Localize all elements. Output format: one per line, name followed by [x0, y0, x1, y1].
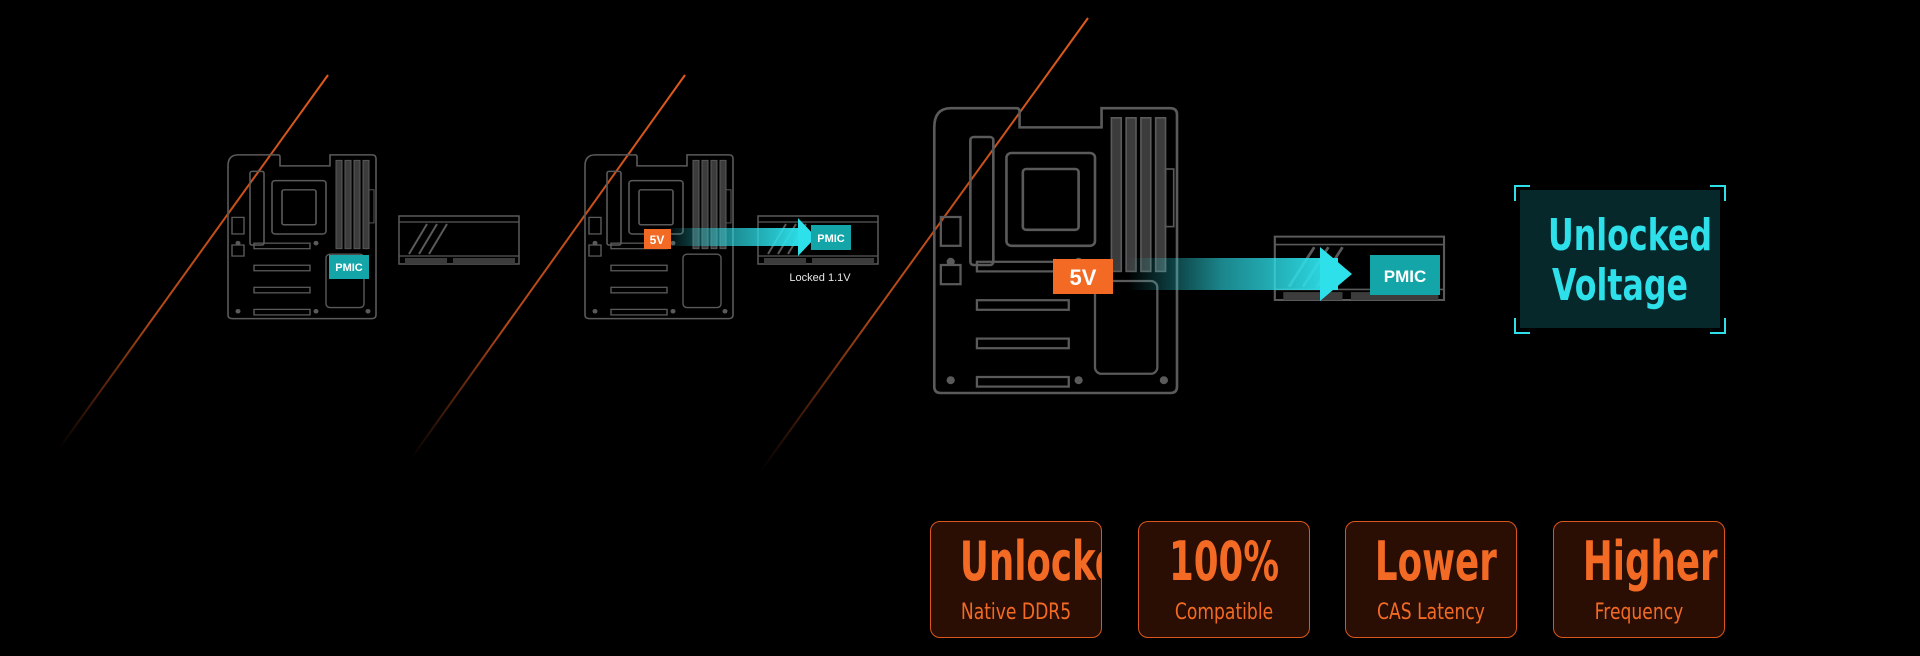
feature-subtitle: CAS Latency	[1377, 600, 1485, 625]
stage3-voltage-badge	[1053, 259, 1113, 294]
stage3-pmic-chip	[1370, 255, 1440, 295]
stage3-arrow-head	[1320, 247, 1352, 301]
feature-card-unlocked: Unlocked Native DDR5	[930, 521, 1102, 638]
feature-title: 100%	[1168, 530, 1280, 593]
stage2-voltage-badge	[644, 229, 671, 249]
bracket-bottom-right	[1710, 318, 1726, 334]
stage3-pmic-label: PMIC	[1384, 267, 1427, 286]
stage3-voltage-label: 5V	[1070, 265, 1097, 290]
bracket-top-right	[1710, 185, 1726, 201]
stage3-arrow-shaft	[1128, 258, 1338, 290]
feature-card-compatible: 100% Compatible	[1138, 521, 1310, 638]
stage3-motherboard	[932, 106, 1179, 395]
stage1-ram	[398, 215, 520, 265]
feature-title: Unlocked	[959, 530, 1101, 593]
locked-voltage-note: Locked 1.1V	[789, 272, 851, 284]
stage1-pmic-label: PMIC	[335, 262, 363, 274]
stage2-pmic-label: PMIC	[817, 233, 845, 245]
stage2-arrow-head	[798, 218, 816, 256]
stage2-voltage-label: 5V	[650, 233, 665, 247]
stage2-arrow-shaft	[664, 228, 804, 246]
unlocked-voltage-line2: Voltage	[1551, 260, 1689, 311]
divider-slash-1	[57, 74, 329, 451]
feature-subtitle: Frequency	[1594, 600, 1684, 625]
stage2-pmic-chip	[811, 225, 851, 250]
feature-card-frequency: Higher Frequency	[1553, 521, 1725, 638]
feature-subtitle: Native DDR5	[960, 600, 1072, 625]
stage1-pmic-chip	[329, 255, 369, 279]
feature-title: Higher	[1582, 530, 1718, 593]
divider-slash-2	[409, 74, 686, 461]
bracket-bottom-left	[1514, 318, 1530, 334]
divider-slash-3	[759, 17, 1089, 473]
stage1-motherboard	[227, 154, 377, 320]
bracket-top-left	[1514, 185, 1530, 201]
feature-card-latency: Lower CAS Latency	[1345, 521, 1517, 638]
unlocked-voltage-box: Unlocked Voltage	[1520, 190, 1720, 328]
unlocked-voltage-line1: Unlocked	[1548, 210, 1713, 261]
feature-title: Lower	[1374, 530, 1497, 593]
feature-subtitle: Compatible	[1174, 600, 1274, 625]
